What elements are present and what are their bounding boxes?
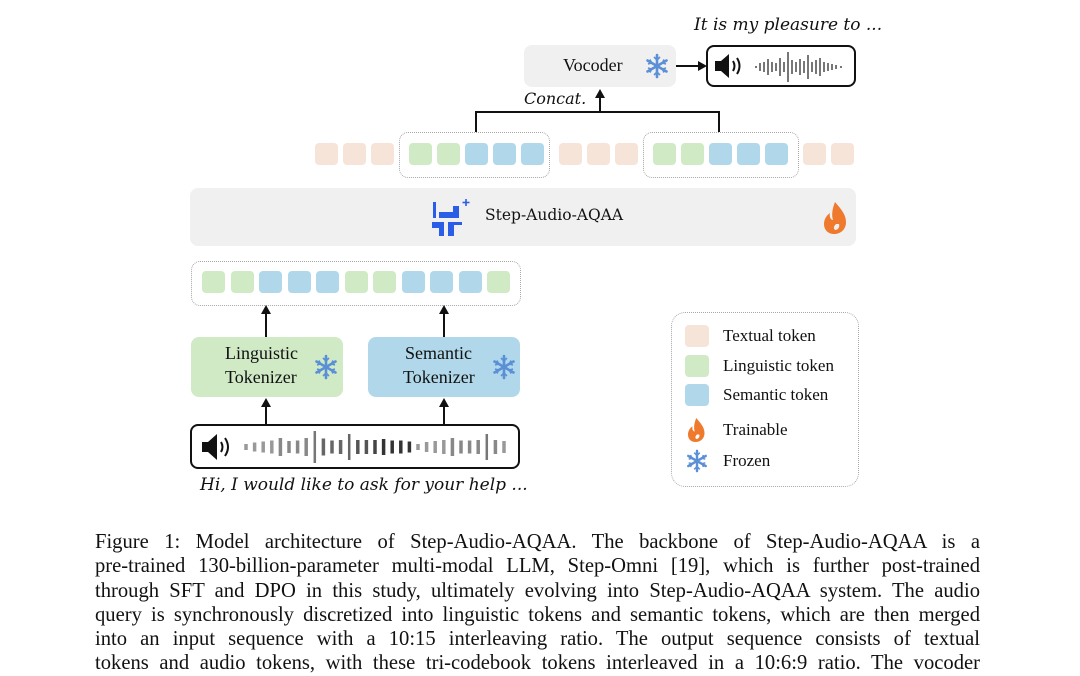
waveform [755,52,842,82]
arrow-up-to-linguistic [261,398,271,425]
linguistic-tokenizer-label-2: Tokenizer [225,367,297,387]
vocoder-box [524,45,676,87]
arrow-up-semantic [439,305,449,338]
input-transcript: Hi, I would like to ask for your help ..… [200,475,528,495]
legend-label: Trainable [723,420,788,439]
legend-box [671,312,859,487]
textual-token [315,143,338,165]
legend-frozen: Frozen [685,449,770,473]
legend-label: Textual token [723,326,816,345]
speaker-icon [202,434,229,460]
linguistic-swatch [685,355,709,377]
textual-token [803,143,826,165]
textual-token [371,143,394,165]
waveform [244,431,506,463]
semantic-token [521,143,544,165]
semantic-tokenizer-label-1: Semantic [405,343,472,363]
linguistic-token [202,271,225,293]
semantic-tokenizer-box [368,337,520,397]
step-logo-icon [432,199,470,236]
semantic-token [458,271,482,293]
textual-token [587,143,610,165]
semantic-token [465,143,488,165]
caption-line: query is synchronously discretized into … [95,603,980,626]
legend-label: Frozen [723,451,771,470]
audio-group-1 [399,132,550,178]
flame-icon [688,418,705,442]
linguistic-token [653,143,676,165]
linguistic-tokenizer-label-1: Linguistic [225,343,298,363]
linguistic-token [681,143,704,165]
semantic-swatch [685,384,709,406]
linguistic-tokenizer-box [191,337,343,397]
snowflake-icon [646,53,668,79]
arrow-up-linguistic [261,305,271,338]
concat-label: Concat. [524,89,587,108]
legend-trainable: Trainable [685,418,788,442]
semantic-token [709,143,732,165]
legend-label: Semantic token [723,385,829,404]
vocoder-label: Vocoder [563,55,623,75]
input-sequence-box [191,261,521,306]
model-label: Step-Audio-AQAA [485,206,624,224]
linguistic-token [409,143,432,165]
semantic-token [493,143,516,165]
snowflake-icon [315,354,337,380]
audio-group-2 [643,132,799,178]
semantic-token [316,271,339,293]
linguistic-token [487,271,510,293]
textual-token [615,143,638,165]
caption-line: Figure 1: Model architecture of Step-Aud… [95,531,980,553]
textual-token [831,143,854,165]
textual-token [343,143,366,165]
flame-icon [824,202,846,234]
legend-textual: Textual token [685,324,816,348]
legend-linguistic: Linguistic token [685,354,834,378]
model-box [190,188,856,246]
legend-label: Linguistic token [723,356,834,375]
snowflake-icon [493,354,515,380]
snowflake-icon [687,449,707,473]
input-audio-box [190,424,520,469]
semantic-tokenizer-label-2: Tokenizer [403,367,475,387]
caption-line: into an input sequence with a 10:15 inte… [95,628,980,651]
semantic-token [287,271,311,293]
linguistic-token [344,271,368,293]
semantic-token [737,143,760,165]
output-audio-box [706,45,856,87]
caption-line: tokens and audio tokens, with these tri-… [95,652,980,675]
linguistic-token [437,143,460,165]
linguistic-token [230,271,254,293]
arrow-right [676,61,707,71]
speaker-icon [715,54,741,78]
semantic-token [401,271,425,293]
concat-bracket [475,89,720,132]
semantic-token [430,271,453,293]
textual-swatch [685,325,709,347]
figure-caption: Figure 1: Model architecture of Step-Aud… [95,530,980,676]
legend-semantic: Semantic token [685,383,828,407]
output-transcript: It is my pleasure to ... [694,15,883,35]
linguistic-token [373,271,396,293]
caption-line: pre-trained 130-billion-parameter multi-… [95,555,980,578]
arrow-up-to-semantic [439,398,449,425]
semantic-token [259,271,282,293]
semantic-token [765,143,788,165]
caption-line: through SFT and DPO in this study, ultim… [95,579,980,602]
textual-token [559,143,582,165]
